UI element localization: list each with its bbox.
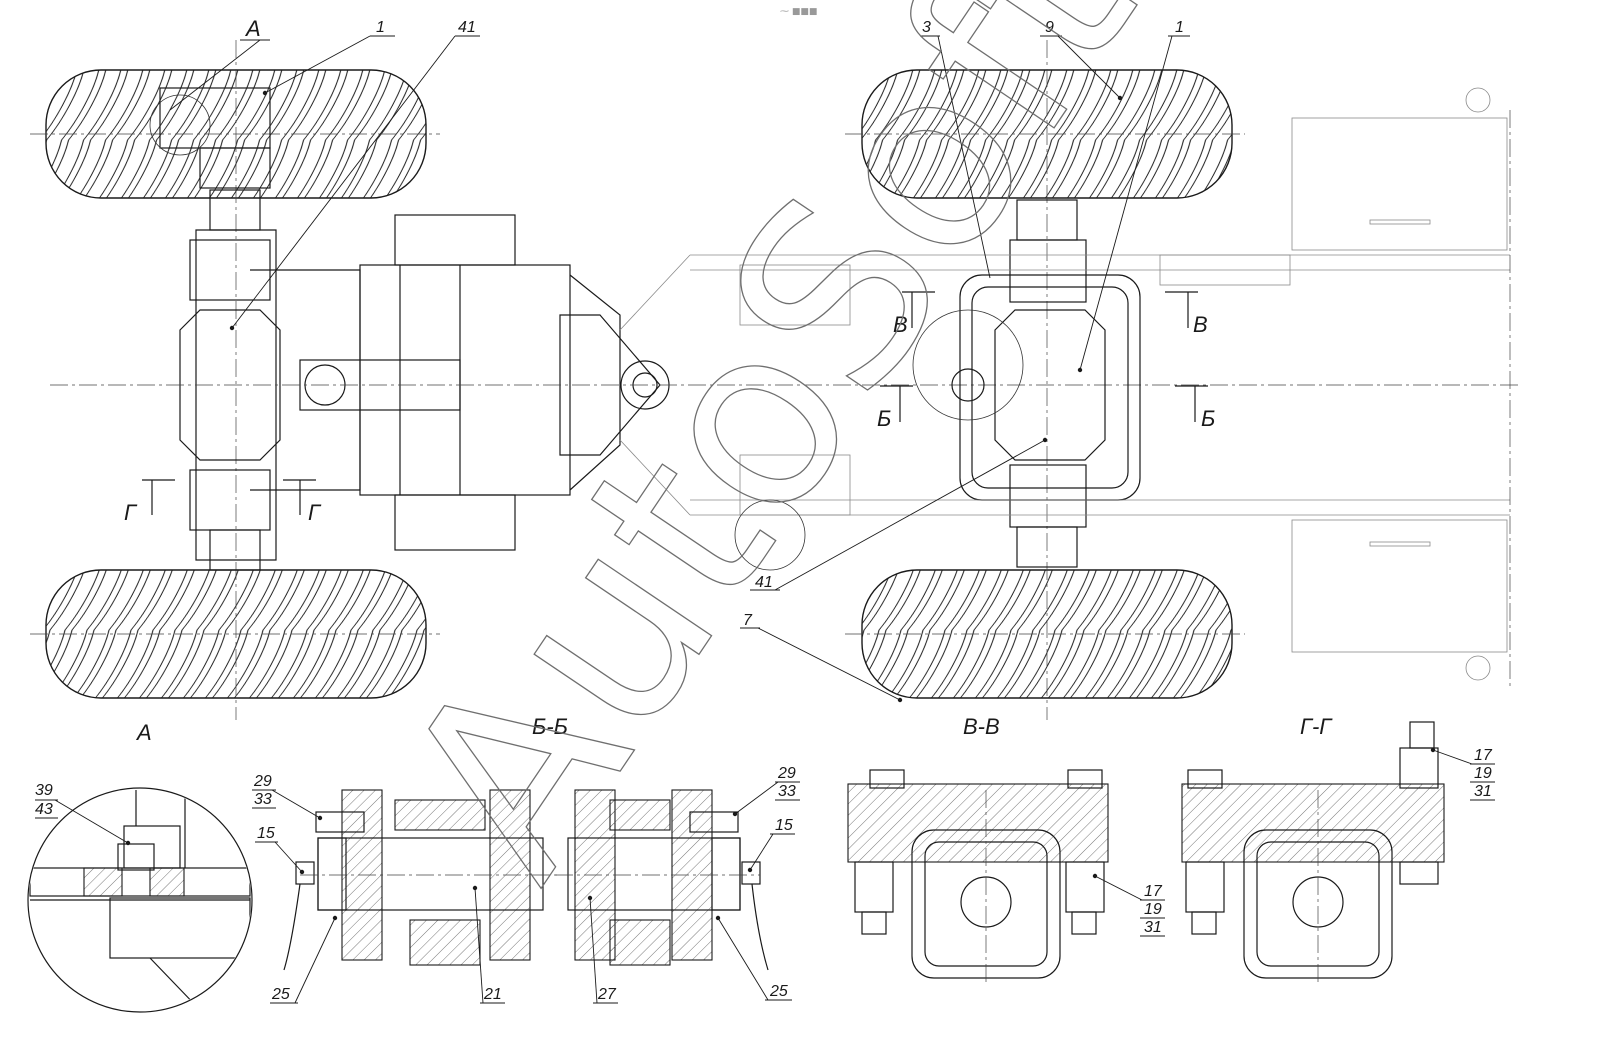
- svg-text:Г: Г: [308, 500, 322, 525]
- top-mark: ⁓ ■■■: [780, 7, 817, 17]
- callout-31-gg: 31: [1474, 783, 1492, 800]
- svg-text:Б: Б: [877, 406, 891, 431]
- section-bb-view: 29 33 15 25 21 27 29 33 15 25: [252, 765, 800, 1004]
- callout-25-left: 25: [271, 986, 290, 1003]
- section-gg-view: 17 19 31: [1181, 721, 1495, 985]
- right-plan-view: [619, 40, 1511, 720]
- callout-39: 39: [35, 782, 53, 799]
- title-section-vv: В-В: [963, 714, 1000, 739]
- callout-a-top: А: [244, 16, 261, 41]
- callout-41-left: 41: [458, 19, 476, 36]
- callout-3: 3: [922, 19, 931, 36]
- left-plan-view: [30, 40, 1520, 720]
- callout-1-right: 1: [1175, 19, 1184, 36]
- callout-7: 7: [743, 612, 753, 629]
- callout-19-vv: 19: [1144, 901, 1162, 918]
- callout-31-vv: 31: [1144, 919, 1162, 936]
- detail-a-circle: [149, 94, 211, 156]
- title-section-bb: Б-Б: [532, 714, 568, 739]
- callout-29-left: 29: [253, 773, 272, 790]
- callout-17-gg: 17: [1474, 747, 1493, 764]
- svg-text:В: В: [1193, 312, 1208, 337]
- callout-17-vv: 17: [1144, 883, 1163, 900]
- svg-text:Г: Г: [124, 500, 138, 525]
- callout-25-right: 25: [769, 983, 788, 1000]
- callout-41-mid: 41: [755, 574, 773, 591]
- title-section-gg: Г-Г: [1300, 714, 1333, 739]
- callout-33-left: 33: [254, 791, 272, 808]
- section-vv-view: 17 19 31: [847, 769, 1165, 985]
- detail-a-view: 39 43: [27, 782, 253, 1013]
- callout-43: 43: [35, 801, 53, 818]
- callout-15-left: 15: [257, 825, 275, 842]
- callout-21: 21: [483, 986, 502, 1003]
- section-marks: Г Г В В Б Б: [124, 291, 1215, 525]
- callout-27: 27: [597, 986, 617, 1003]
- title-view-a: А: [135, 720, 152, 745]
- callout-15-right: 15: [775, 817, 793, 834]
- svg-text:Б: Б: [1201, 406, 1215, 431]
- callout-33-right: 33: [778, 783, 796, 800]
- callout-1-left: 1: [376, 19, 385, 36]
- callout-19-gg: 19: [1474, 765, 1492, 782]
- svg-text:В: В: [893, 312, 908, 337]
- top-callouts: А 1 41 3 9 1 41 7: [169, 16, 1190, 703]
- callout-9: 9: [1045, 19, 1054, 36]
- callout-29-right: 29: [777, 765, 796, 782]
